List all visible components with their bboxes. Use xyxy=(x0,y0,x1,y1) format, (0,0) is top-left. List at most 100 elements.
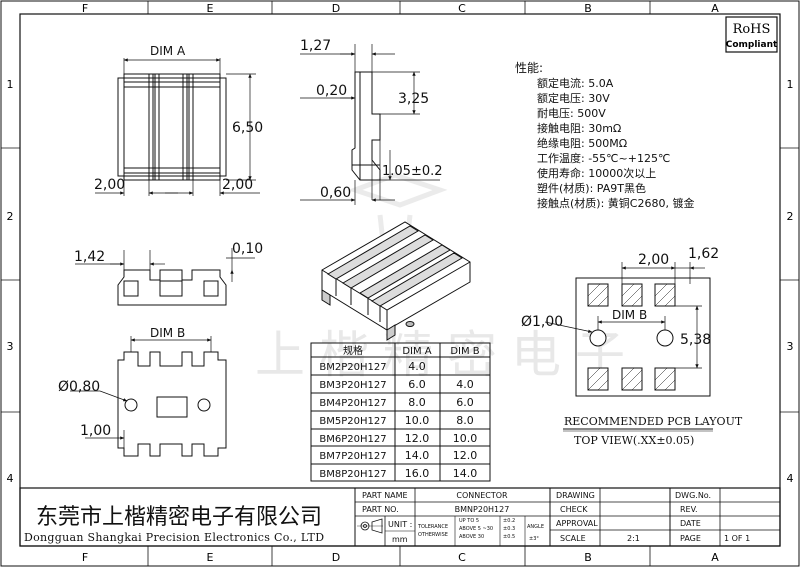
table-row-4-dim-b: 10.0 xyxy=(453,432,478,445)
page-label: PAGE xyxy=(680,534,701,543)
spec-item-7: 塑件(材质): PA9T黑色 xyxy=(537,181,646,195)
table-row-4-model: BM6P20H127 xyxy=(319,434,386,445)
angle-value: ±3° xyxy=(529,536,539,542)
tol-row-0-range: UP TO 5 xyxy=(459,518,479,524)
part-name-value: CONNECTOR xyxy=(456,491,508,500)
title-block xyxy=(19,487,781,547)
pcb-dim-200: 2,00 xyxy=(638,252,669,268)
spec-item-3: 接触电阻: 30mΩ xyxy=(537,121,621,135)
check-label: CHECK xyxy=(560,505,588,514)
top-view xyxy=(95,58,260,196)
zone-top-a: A xyxy=(711,2,719,15)
zone-right-3: 3 xyxy=(787,340,794,353)
pcb-top-view: TOP VIEW(.XX±0.05) xyxy=(574,434,694,447)
pcb-dim-162: 1,62 xyxy=(688,246,719,262)
zone-top-c: C xyxy=(458,2,466,15)
hole-080: Ø0,80 xyxy=(58,379,100,395)
size-table xyxy=(310,342,491,482)
pcb-dim-538: 5,38 xyxy=(680,332,711,348)
front-view-labels: 1,42 0,10 xyxy=(74,241,263,265)
pad-100: 1,00 xyxy=(80,423,111,439)
tolerance-label: TOLERANCE xyxy=(417,524,448,530)
company-name-cn: 东莞市上楷精密电子有限公司 xyxy=(36,505,322,530)
zone-bottom-e: E xyxy=(207,551,214,564)
zone-letters: F E D C B A F E D C B A 1 2 3 4 1 2 3 4 xyxy=(7,2,794,564)
size-table-text: 规格 DIM A DIM B BM2P20H127 BM3P20H127 BM4… xyxy=(319,344,479,480)
dwg-no-label: DWG.No. xyxy=(675,491,711,500)
bottom-view xyxy=(70,336,227,457)
zone-top-f: F xyxy=(82,2,88,15)
angle-label: ANGLE xyxy=(527,524,544,530)
dim-b-label: DIM B xyxy=(150,326,185,340)
dim-325: 3,25 xyxy=(398,91,429,107)
side-view-labels: 1,27 0,20 3,25 1.05±0.2 0,60 xyxy=(300,38,443,201)
page-value: 1 OF 1 xyxy=(724,534,750,543)
table-row-0-model: BM2P20H127 xyxy=(319,362,386,373)
dim-142: 1,42 xyxy=(74,249,105,265)
part-no-value: BMNP20H127 xyxy=(455,505,510,514)
part-no-label: PART NO. xyxy=(362,505,399,514)
rohs-compliant: Compliant xyxy=(726,40,778,50)
pcb-labels: 2,00 1,62 Ø1,00 DIM B 5,38 RECOMMENDED P… xyxy=(521,246,743,447)
spec-block: 性能: 额定电流: 5.0A 额定电压: 30V 耐电压: 500V 接触电阻:… xyxy=(515,61,694,210)
part-name-label: PART NAME xyxy=(362,491,408,500)
dim-060: 0,60 xyxy=(320,185,351,201)
table-row-3-model: BM5P20H127 xyxy=(319,416,386,427)
title-block-text: 东莞市上楷精密电子有限公司 Dongguan Shangkai Precisio… xyxy=(24,491,750,544)
table-row-1-dim-a: 6.0 xyxy=(408,378,426,391)
table-row-6-dim-b: 14.0 xyxy=(453,467,478,480)
zone-left-1: 1 xyxy=(7,78,14,91)
table-row-3-dim-a: 10.0 xyxy=(405,414,430,427)
table-row-5-dim-a: 14.0 xyxy=(405,449,430,462)
spec-item-8: 接触点(材质): 黄铜C2680, 镀金 xyxy=(537,196,694,210)
table-row-6-model: BM8P20H127 xyxy=(319,469,386,480)
isometric-view xyxy=(321,221,471,341)
zone-left-4: 4 xyxy=(7,472,14,485)
drawing-label: DRAWING xyxy=(556,491,595,500)
zone-left-3: 3 xyxy=(7,340,14,353)
spec-item-6: 使用寿命: 10000次以上 xyxy=(537,166,656,180)
dim-020: 0,20 xyxy=(316,83,347,99)
table-row-5-dim-b: 12.0 xyxy=(453,449,478,462)
projection-symbol xyxy=(357,518,383,534)
zone-top-d: D xyxy=(332,2,340,15)
table-row-4-dim-a: 12.0 xyxy=(405,432,430,445)
table-row-1-dim-b: 4.0 xyxy=(456,378,474,391)
tol-row-2-range: ABOVE 30 xyxy=(459,534,484,540)
table-row-6-dim-a: 16.0 xyxy=(405,467,430,480)
pcb-layout xyxy=(544,262,711,397)
zone-top-b: B xyxy=(584,2,592,15)
width-right-200: 2,00 xyxy=(222,177,253,193)
table-row-5-model: BM7P20H127 xyxy=(319,451,386,462)
zone-bottom-b: B xyxy=(584,551,592,564)
zone-left-2: 2 xyxy=(7,210,14,223)
pcb-pads-top xyxy=(587,283,676,391)
rev-label: REV. xyxy=(680,505,698,514)
dim-a-label: DIM A xyxy=(150,44,186,58)
unit-label: UNIT : xyxy=(388,520,412,529)
pcb-layout-title: RECOMMENDED PCB LAYOUT xyxy=(564,415,743,428)
tol-row-1-range: ABOVE 5 ~30 xyxy=(459,526,493,532)
zone-bottom-a: A xyxy=(711,551,719,564)
dim-127: 1,27 xyxy=(300,38,331,54)
scale-label: SCALE xyxy=(560,534,586,543)
table-header-spec: 规格 xyxy=(343,344,363,357)
otherwise-label: OTHERWISE xyxy=(418,532,448,538)
pcb-hole-100: Ø1,00 xyxy=(521,314,563,330)
tol-row-2-value: ±0.5 xyxy=(503,534,515,540)
rohs-badge: RoHS Compliant xyxy=(725,16,778,53)
spec-item-0: 额定电流: 5.0A xyxy=(537,76,614,90)
table-header-dim-a: DIM A xyxy=(402,346,431,357)
width-left-200: 2,00 xyxy=(94,177,125,193)
zone-bottom-c: C xyxy=(458,551,466,564)
table-row-3-dim-b: 8.0 xyxy=(456,414,474,427)
unit-value: mm xyxy=(392,535,408,544)
dim-010: 0,10 xyxy=(232,241,263,257)
zone-bottom-f: F xyxy=(82,551,88,564)
table-row-2-dim-a: 8.0 xyxy=(408,396,426,409)
side-view xyxy=(300,44,440,205)
bottom-view-labels: DIM B Ø0,80 1,00 xyxy=(58,326,185,439)
date-label: DATE xyxy=(680,519,701,528)
zone-bottom-d: D xyxy=(332,551,340,564)
